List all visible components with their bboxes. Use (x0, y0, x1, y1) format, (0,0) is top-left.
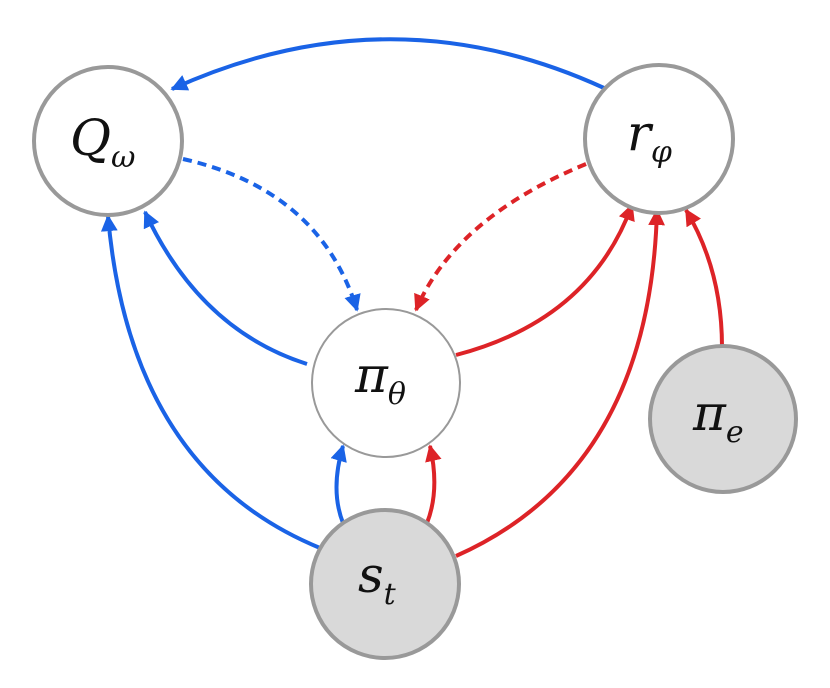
node-label-subscript: e (726, 415, 744, 450)
node-label-subscript: ω (111, 140, 135, 175)
node-label: πθ (354, 346, 406, 412)
edge-st-to-q (100, 214, 321, 550)
node-label-main: r (627, 104, 654, 162)
edge-st-to-pi-theta-blue (330, 444, 347, 524)
node-label: Qω (70, 109, 135, 175)
node-q-omega: Qω (32, 65, 184, 217)
edge-pi-theta-to-q (143, 210, 308, 366)
edge-r-to-pi-theta-dashed (414, 162, 587, 312)
node-label-subscript: φ (651, 135, 672, 170)
node-circle (309, 508, 461, 660)
edges (100, 37, 724, 558)
node-s-t: st (309, 508, 461, 660)
edge-q-to-pi-theta-dashed (182, 157, 361, 312)
node-label-main: π (692, 384, 727, 442)
node-label-subscript: t (384, 577, 397, 612)
node-pi-e: πe (648, 344, 798, 494)
edge-st-to-r (455, 208, 665, 558)
node-circle (583, 63, 735, 215)
node-circle (311, 308, 461, 458)
node-label-main: s (358, 546, 384, 604)
edge-r-to-q (170, 37, 605, 91)
node-label-main: Q (70, 109, 111, 167)
node-pi-theta: πθ (311, 308, 461, 458)
node-circle (32, 65, 184, 217)
edge-pi-e-to-r (684, 208, 724, 348)
node-label: πe (692, 384, 744, 450)
node-label-subscript: θ (388, 377, 406, 412)
node-r-varphi: rφ (583, 63, 735, 215)
node-label: st (358, 546, 397, 612)
node-label-main: π (354, 346, 389, 404)
edge-pi-theta-to-r (455, 203, 635, 357)
node-circle (648, 344, 798, 494)
edge-st-to-pi-theta-red (425, 444, 442, 524)
node-label: rφ (627, 104, 672, 170)
